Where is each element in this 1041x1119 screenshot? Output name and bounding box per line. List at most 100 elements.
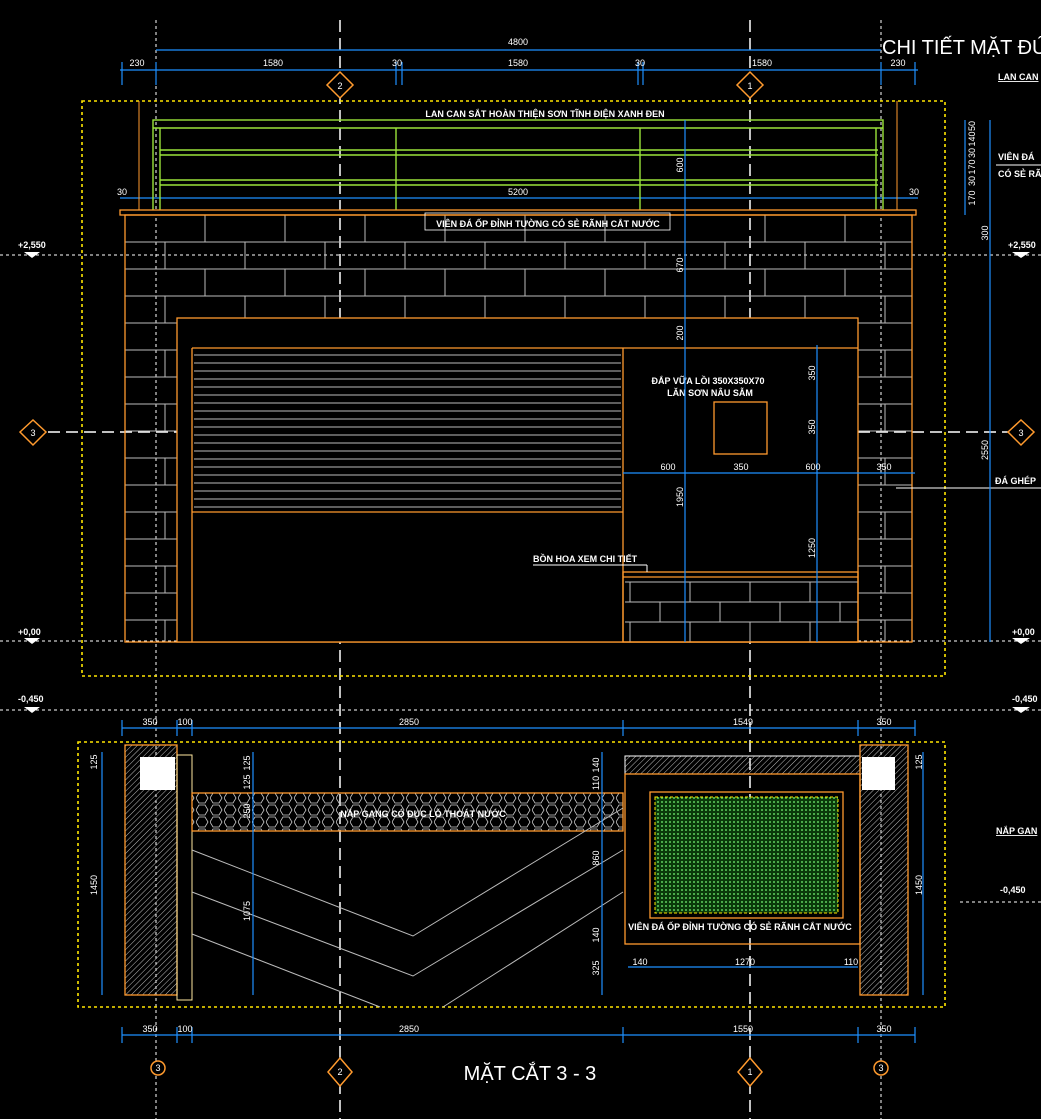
elevation-title: CHI TIẾT MẶT ĐỨ bbox=[882, 36, 1041, 59]
svg-text:1450: 1450 bbox=[914, 875, 924, 895]
svg-text:110: 110 bbox=[591, 776, 601, 790]
svg-text:125: 125 bbox=[914, 754, 924, 769]
svg-text:1: 1 bbox=[747, 81, 752, 91]
note-stone: ĐÁ GHÉP bbox=[995, 476, 1036, 486]
svg-text:200: 200 bbox=[675, 325, 685, 340]
svg-text:2: 2 bbox=[337, 81, 342, 91]
svg-text:140: 140 bbox=[632, 957, 647, 967]
section-frame bbox=[77, 741, 946, 1008]
svg-text:110: 110 bbox=[844, 957, 858, 967]
note-plaster: ĐẮP VỮA LỒI 350X350X70 bbox=[651, 375, 764, 386]
svg-text:140: 140 bbox=[967, 131, 977, 146]
brick-wall: VIÊN ĐÁ ỐP ĐỈNH TƯỜNG CÓ SẺ RÃNH CẮT NƯỚ… bbox=[124, 212, 1041, 643]
section-dimensions: 350 100 2850 1549 350 350 100 2850 1550 … bbox=[89, 717, 924, 1043]
dim: 1580 bbox=[508, 58, 528, 68]
level-markers: +2,550 +2,550 +0,00 +0,00 -0,450 -0,450 … bbox=[18, 240, 1038, 895]
svg-text:-0,450: -0,450 bbox=[1012, 694, 1038, 704]
note-railing: LAN CAN SẮT HOÀN THIỆN SƠN TĨNH ĐIỆN XAN… bbox=[425, 108, 664, 119]
svg-text:3: 3 bbox=[878, 1063, 883, 1073]
axis-marker-2: 2 bbox=[325, 70, 355, 100]
svg-text:350: 350 bbox=[876, 1024, 891, 1034]
svg-text:+0,00: +0,00 bbox=[18, 627, 41, 637]
section-title: MẶT CẮT 3 - 3 bbox=[464, 1061, 597, 1085]
dim: 230 bbox=[129, 58, 144, 68]
svg-text:350: 350 bbox=[807, 365, 817, 380]
dim: 30 bbox=[392, 58, 402, 68]
svg-text:-0,450: -0,450 bbox=[1000, 885, 1026, 895]
dim: 30 bbox=[909, 187, 919, 197]
svg-text:125: 125 bbox=[242, 755, 252, 770]
svg-text:1270: 1270 bbox=[735, 957, 755, 967]
svg-text:100: 100 bbox=[177, 717, 192, 727]
elevation-frame bbox=[81, 100, 946, 677]
note-paint: LĂN SƠN NÂU SẪM bbox=[667, 387, 753, 398]
svg-text:2850: 2850 bbox=[399, 1024, 419, 1034]
svg-text:250: 250 bbox=[242, 803, 252, 818]
svg-text:350: 350 bbox=[733, 462, 748, 472]
svg-text:350: 350 bbox=[876, 462, 891, 472]
svg-text:170: 170 bbox=[967, 190, 977, 205]
svg-text:NẮP GANG CÓ ĐỤC LỖ THOÁT NƯỚC: NẮP GANG CÓ ĐỤC LỖ THOÁT NƯỚC bbox=[340, 808, 506, 819]
svg-text:1450: 1450 bbox=[89, 875, 99, 895]
svg-text:VIÊN ĐÁ ỐP ĐỈNH TƯỜNG CÓ SẺ RÃ: VIÊN ĐÁ ỐP ĐỈNH TƯỜNG CÓ SẺ RÃNH CẮT NƯỚ… bbox=[628, 921, 852, 932]
svg-text:1250: 1250 bbox=[807, 538, 817, 558]
svg-text:NẮP GAN: NẮP GAN bbox=[996, 826, 1037, 836]
svg-text:+2,550: +2,550 bbox=[18, 240, 46, 250]
svg-text:350: 350 bbox=[807, 419, 817, 434]
bottom-axis-markers: 3 2 1 3 bbox=[150, 1056, 889, 1088]
dim: 230 bbox=[890, 58, 905, 68]
elevation-dimensions: 600 670 200 1950 350 350 1250 2550 300 5… bbox=[623, 120, 991, 642]
svg-text:1549: 1549 bbox=[733, 717, 753, 727]
svg-text:140: 140 bbox=[591, 757, 601, 772]
svg-text:860: 860 bbox=[591, 850, 601, 865]
svg-text:30: 30 bbox=[967, 176, 977, 186]
svg-text:600: 600 bbox=[675, 157, 685, 172]
dim: 1580 bbox=[263, 58, 283, 68]
svg-text:140: 140 bbox=[591, 927, 601, 942]
svg-text:100: 100 bbox=[177, 1024, 192, 1034]
dim-rail-length: 5200 bbox=[508, 187, 528, 197]
svg-text:3: 3 bbox=[155, 1063, 160, 1073]
dim: 30 bbox=[117, 187, 127, 197]
planter-soil bbox=[654, 796, 839, 914]
svg-text:-0,450: -0,450 bbox=[18, 694, 44, 704]
note-planter: BỒN HOA XEM CHI TIẾT bbox=[533, 553, 638, 564]
planter bbox=[622, 571, 859, 643]
svg-text:+2,550: +2,550 bbox=[1008, 240, 1036, 250]
svg-text:125: 125 bbox=[242, 774, 252, 789]
svg-text:125: 125 bbox=[89, 754, 99, 769]
svg-text:170: 170 bbox=[967, 159, 977, 174]
axis-marker-1: 1 bbox=[735, 70, 765, 100]
svg-text:3: 3 bbox=[1018, 428, 1023, 438]
svg-text:350: 350 bbox=[142, 717, 157, 727]
svg-text:2850: 2850 bbox=[399, 717, 419, 727]
svg-text:+0,00: +0,00 bbox=[1012, 627, 1035, 637]
dim: 1580 bbox=[752, 58, 772, 68]
note-coping-right-2: CÓ SẺ RÃ bbox=[998, 168, 1041, 179]
svg-text:325: 325 bbox=[591, 960, 601, 975]
svg-text:1: 1 bbox=[747, 1067, 752, 1077]
svg-text:3: 3 bbox=[30, 428, 35, 438]
svg-text:1950: 1950 bbox=[675, 487, 685, 507]
svg-text:1550: 1550 bbox=[733, 1024, 753, 1034]
svg-text:350: 350 bbox=[142, 1024, 157, 1034]
dim-total: 4800 bbox=[508, 37, 528, 47]
svg-text:50: 50 bbox=[967, 121, 977, 131]
svg-text:600: 600 bbox=[805, 462, 820, 472]
svg-text:2: 2 bbox=[337, 1067, 342, 1077]
note-coping: VIÊN ĐÁ ỐP ĐỈNH TƯỜNG CÓ SẺ RÃNH CẮT NƯỚ… bbox=[436, 218, 660, 229]
cast-iron-grate bbox=[191, 792, 624, 832]
axis-marker-3-left: 3 bbox=[18, 418, 48, 447]
dim: 30 bbox=[635, 58, 645, 68]
note-railing-right: LAN CAN bbox=[998, 72, 1039, 82]
svg-text:2550: 2550 bbox=[980, 440, 990, 460]
svg-text:1075: 1075 bbox=[242, 901, 252, 921]
svg-text:350: 350 bbox=[876, 717, 891, 727]
plaster-square bbox=[713, 401, 768, 455]
top-dimensions: 4800 230 1580 30 1580 30 1580 230 5200 3… bbox=[117, 37, 919, 199]
coping-stone bbox=[119, 209, 917, 216]
svg-text:600: 600 bbox=[660, 462, 675, 472]
axis-marker-3-right: 3 bbox=[1006, 418, 1036, 447]
section-3-3: NẮP GANG CÓ ĐỤC LỖ THOÁT NƯỚC VIÊN ĐÁ ỐP… bbox=[124, 744, 1037, 1008]
